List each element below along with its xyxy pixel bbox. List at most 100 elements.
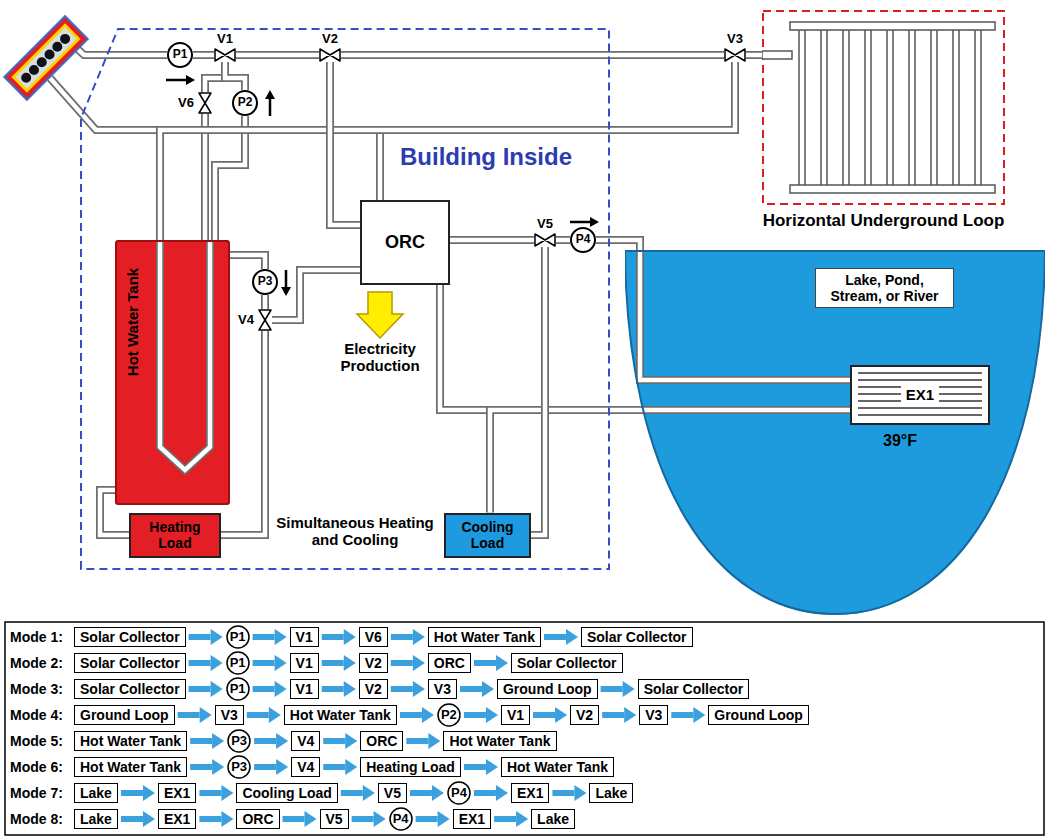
mode-step-box: Solar Collector [638, 679, 750, 699]
arrow-head [221, 811, 233, 827]
water-pipe [746, 55, 762, 56]
direction-arrow [269, 98, 272, 116]
arrow-head [516, 811, 528, 827]
mode-step-box: Ground Loop [497, 679, 598, 699]
mode-step-box: V2 [359, 653, 388, 673]
step-label: V2 [576, 707, 593, 723]
loop-pipe [975, 28, 981, 188]
annotation: Simultaneous Heating and Cooling [275, 514, 435, 549]
arrow-shaft [533, 712, 555, 718]
water-pipe [556, 240, 570, 241]
valve-outline [214, 48, 236, 62]
pump-circle-shape [438, 704, 460, 726]
arrow-shaft [254, 764, 276, 770]
arrow-shaft [406, 738, 428, 744]
pump-circle: P1 [226, 625, 250, 649]
mode-step-box: V1 [501, 705, 530, 725]
arrow-shaft [391, 634, 413, 640]
mode-step-box: Hot Water Tank [428, 627, 541, 647]
valve-outline [534, 233, 556, 247]
step-label: V3 [221, 707, 238, 723]
step-label: ORC [434, 655, 465, 671]
coil-line [858, 407, 982, 409]
arrow-head [413, 629, 425, 645]
arrow-head [486, 707, 498, 723]
loop-pipe [953, 28, 959, 188]
step-label: ORC [366, 733, 397, 749]
step-label: Hot Water Tank [290, 707, 391, 723]
arrow-shaft [254, 738, 276, 744]
mode-step-box: V3 [215, 705, 244, 725]
lake-water [625, 250, 1045, 615]
water-pipe [440, 285, 850, 410]
mode-step-box: Solar Collector [74, 679, 186, 699]
flow-arrow [283, 811, 317, 827]
arrow-head [211, 655, 223, 671]
pipe-wall [450, 236, 534, 244]
mode-label: Mode 5: [10, 732, 63, 750]
mode-step-box: EX1 [158, 783, 196, 803]
pipe-wall [330, 62, 360, 225]
flow-arrow [322, 655, 356, 671]
mode-label: Mode 8: [10, 810, 63, 828]
pipe [70, 42, 167, 55]
arrow-head [143, 811, 155, 827]
valve-symbol: V2 [319, 48, 341, 62]
step-label: Hot Water Tank [80, 733, 181, 749]
pump-circle-shape [228, 730, 250, 752]
mode-step-box: V2 [570, 705, 599, 725]
step-label: V4 [297, 733, 314, 749]
step-label: Ground Loop [80, 707, 169, 723]
solar-collector [3, 15, 89, 101]
pump-circle-shape [228, 756, 250, 778]
temperature-label: 39°F [883, 432, 917, 450]
flow-arrow [406, 733, 440, 749]
step-label: EX1 [459, 811, 485, 827]
pump-circle: P1 [226, 677, 250, 701]
step-label: Lake [80, 785, 112, 801]
flow-arrow [121, 785, 155, 801]
ground-loop-drawing [762, 10, 1005, 205]
arrow-head [413, 681, 425, 697]
region-title: Building Inside [400, 143, 572, 171]
water-pipe [265, 295, 266, 309]
pump-circle: P1 [167, 42, 193, 68]
pipe-core [263, 295, 268, 309]
coil-line [858, 414, 982, 416]
arrow-head [212, 733, 224, 749]
arrow-shaft [474, 790, 496, 796]
flow-arrow [464, 707, 498, 723]
heat-exchanger: EX1 [850, 365, 990, 425]
flow-arrow [391, 655, 425, 671]
step-label: Solar Collector [80, 655, 180, 671]
mode-step-box: V1 [290, 653, 319, 673]
mode-step-box: V5 [378, 783, 407, 803]
region-caption: Horizontal Underground Loop [763, 211, 1005, 231]
arrow-shaft [322, 660, 344, 666]
pipe-wall [531, 247, 545, 535]
mode-label: Mode 4: [10, 706, 63, 724]
arrow-head [305, 811, 317, 827]
heating-load-box: Heating Load [129, 513, 221, 558]
mode-step-box: EX1 [158, 809, 196, 829]
valve-bowtie [535, 234, 555, 246]
mode-step-box: V1 [290, 679, 319, 699]
arrow-head [344, 629, 356, 645]
pipe-wall [556, 236, 570, 244]
arrow-head [200, 707, 212, 723]
flow-arrow [601, 681, 635, 697]
flow-arrow [254, 759, 288, 775]
step-label: V1 [296, 681, 313, 697]
step-label: EX1 [164, 811, 190, 827]
mode-step-box: EX1 [511, 783, 549, 803]
mode-step-box: V1 [290, 627, 319, 647]
pump-circle-shape [448, 782, 470, 804]
pipe-wall [272, 270, 360, 320]
arrow-head [275, 681, 287, 697]
electricity-arrow [357, 292, 403, 338]
pump-circle-shape [227, 678, 249, 700]
arrow-shaft [323, 764, 345, 770]
step-label: V3 [645, 707, 662, 723]
lake-label: Lake, Pond, Stream, or River [815, 268, 954, 308]
pipe [50, 78, 160, 130]
